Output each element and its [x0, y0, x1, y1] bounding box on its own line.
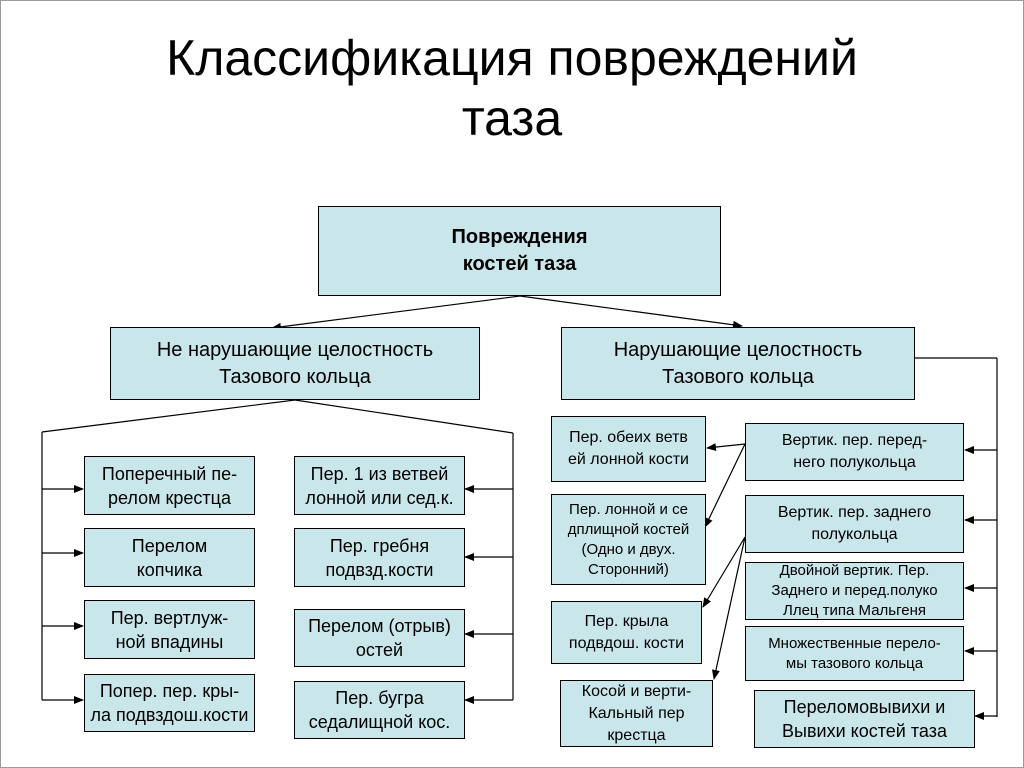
right-a-node-1: Пер. обеих ветв ей лонной кости — [551, 416, 706, 482]
left-a-node-2: Перелом копчика — [84, 528, 255, 587]
right-a-label-4: Косой и верти- Кальный пер крестца — [581, 682, 692, 744]
right-a-node-3: Пер. крыла подвдош. кости — [551, 601, 702, 664]
root-to-right-arrow — [519, 295, 743, 329]
left-b-label-3: Перелом (отрыв) остей — [308, 616, 451, 660]
right-b-node-4: Множественные перело- мы тазового кольца — [745, 626, 964, 681]
right-b-label-2: Вертик. пер. заднего полукольца — [777, 504, 932, 543]
right-a-node-4: Косой и верти- Кальный пер крестца — [560, 680, 713, 747]
left-a-node-1: Поперечный пе- релом крестца — [84, 456, 255, 515]
arrow-b2-to-a3 — [702, 536, 746, 608]
right-a-label-1: Пер. обеих ветв ей лонной кости — [568, 429, 689, 468]
right-a-label-3: Пер. крыла подвдош. кости — [568, 612, 685, 652]
left-b-node-1: Пер. 1 из ветвей лонной или сед.к. — [294, 456, 465, 515]
arrow-b1-to-a1 — [706, 443, 746, 452]
left-a-label-1: Поперечный пе- релом крестца — [101, 463, 238, 508]
right-a-label-2: Пер. лонной и се дплищной костей (Одно и… — [567, 500, 690, 578]
right-b-label-3: Двойной вертик. Пер. Заднего и перед.пол… — [771, 562, 938, 619]
left-b-label-2: Пер. гребня подвзд.кости — [325, 535, 434, 580]
left-b-node-4: Пер. бугра седалищной кос. — [294, 681, 465, 739]
left-b-node-2: Пер. гребня подвзд.кости — [294, 528, 465, 587]
root-to-left-arrow — [271, 295, 521, 331]
left-category-label: Не нарушающие целостность Тазового кольц… — [156, 338, 434, 388]
right-b-node-3: Двойной вертик. Пер. Заднего и перед.пол… — [745, 562, 964, 620]
right-b-label-1: Вертик. пер. перед- него полукольца — [781, 432, 928, 471]
left-bracket-line — [41, 399, 296, 433]
title-line-2: таза — [461, 90, 563, 146]
root-node-label: Повреждения костей таза — [451, 226, 588, 275]
right-b-label-5: Переломовывихи и Вывихи костей таза — [782, 697, 947, 741]
right-b-node-1: Вертик. пер. перед- него полукольца — [745, 423, 964, 481]
right-category-node: Нарушающие целостность Тазового кольца — [561, 327, 915, 400]
left-bracket-line — [294, 399, 514, 434]
slide-title: Классификация повреждений таза — [0, 28, 1024, 148]
left-b-label-1: Пер. 1 из ветвей лонной или сед.к. — [305, 463, 454, 508]
right-b-node-5: Переломовывихи и Вывихи костей таза — [754, 690, 975, 748]
right-category-label: Нарушающие целостность Тазового кольца — [613, 338, 863, 388]
left-b-node-3: Перелом (отрыв) остей — [294, 609, 465, 667]
root-node: Повреждения костей таза — [318, 206, 721, 296]
arrow-b1-to-a2 — [704, 443, 746, 528]
title-line-1: Классификация повреждений — [166, 30, 858, 86]
right-b-node-2: Вертик. пер. заднего полукольца — [745, 495, 964, 553]
right-b-label-4: Множественные перело- мы тазового кольца — [768, 634, 941, 672]
left-a-label-4: Попер. пер. кры- ла подвздош.кости — [90, 681, 249, 725]
left-b-label-4: Пер. бугра седалищной кос. — [308, 688, 451, 732]
left-a-label-2: Перелом копчика — [131, 535, 208, 580]
left-a-label-3: Пер. вертлуж- ной впадины — [110, 607, 229, 652]
left-a-node-3: Пер. вертлуж- ной впадины — [84, 600, 255, 659]
left-category-node: Не нарушающие целостность Тазового кольц… — [110, 327, 480, 400]
arrow-b2-to-a4 — [712, 536, 746, 680]
right-a-node-2: Пер. лонной и се дплищной костей (Одно и… — [551, 494, 706, 585]
left-a-node-4: Попер. пер. кры- ла подвздош.кости — [84, 674, 255, 732]
